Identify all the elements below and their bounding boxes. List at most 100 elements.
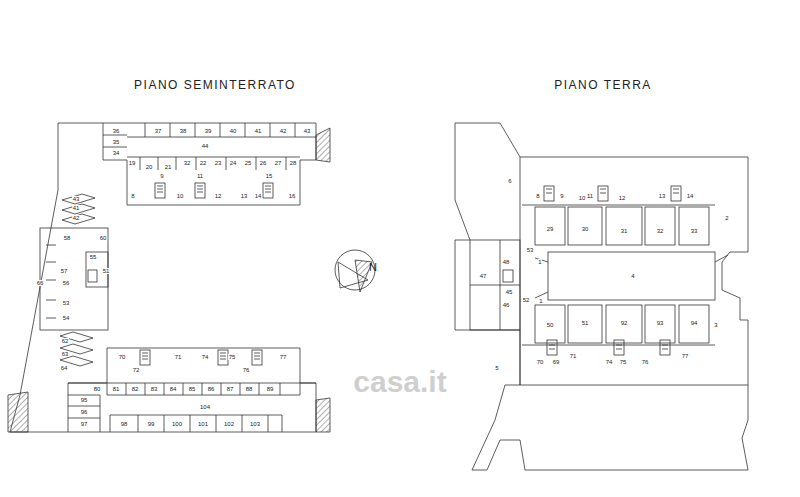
- callout-number: 77: [279, 354, 287, 360]
- callout-number: 48: [502, 259, 510, 265]
- callout-number: 31: [620, 228, 628, 234]
- callout-number: 29: [546, 226, 554, 232]
- callout-number: 54: [62, 315, 70, 321]
- callout-number: 74: [201, 354, 209, 360]
- callout-number: 8: [536, 193, 540, 199]
- callout-number: 69: [552, 359, 560, 365]
- callout-number: 5: [495, 365, 499, 371]
- callout-number: 71: [174, 354, 182, 360]
- callout-number: 96: [80, 409, 88, 415]
- callout-number: 10: [176, 193, 184, 199]
- callout-number: 100: [171, 421, 182, 427]
- callout-number: 13: [658, 193, 666, 199]
- callout-number: 75: [619, 359, 627, 365]
- callout-number: 101: [197, 421, 208, 427]
- callout-number: 98: [120, 421, 128, 427]
- callout-number: 14: [686, 193, 694, 199]
- callout-number: 42: [72, 215, 80, 221]
- callout-number: 80: [93, 386, 101, 392]
- callout-number: 74: [605, 359, 613, 365]
- callout-number: 14: [254, 193, 262, 199]
- callout-number: 56: [62, 280, 70, 286]
- callout-number: 94: [690, 320, 698, 326]
- callout-number: 53: [526, 247, 534, 253]
- callout-number: 21: [164, 164, 172, 170]
- callout-number: 15: [265, 173, 273, 179]
- callout-number: 1: [538, 259, 542, 265]
- callout-number: 76: [242, 367, 250, 373]
- callout-number: 33: [690, 228, 698, 234]
- floor-title: PIANO SEMINTERRATO: [134, 79, 296, 91]
- callout-number: 36: [112, 128, 120, 134]
- callout-number: 20: [145, 164, 153, 170]
- callout-number: 1: [539, 298, 543, 304]
- north-label: N: [369, 262, 377, 273]
- callout-number: 82: [131, 386, 139, 392]
- callout-number: 4: [631, 273, 635, 279]
- callout-number: 42: [279, 128, 287, 134]
- callout-number: 66: [36, 280, 44, 286]
- callout-number: 30: [581, 226, 589, 232]
- callout-number: 83: [150, 386, 158, 392]
- callout-number: 34: [112, 150, 120, 156]
- callout-number: 8: [131, 193, 135, 199]
- callout-number: 50: [546, 322, 554, 328]
- callout-number: 25: [244, 160, 252, 166]
- callout-number: 77: [681, 353, 689, 359]
- callout-number: 64: [60, 365, 68, 371]
- callout-number: 60: [99, 235, 107, 241]
- callout-number: 12: [618, 195, 626, 201]
- callout-number: 40: [229, 128, 237, 134]
- callout-number: 6: [508, 178, 512, 184]
- callout-number: 9: [560, 193, 564, 199]
- callout-number: 89: [266, 386, 274, 392]
- callout-number: 10: [578, 195, 586, 201]
- callout-number: 102: [223, 421, 234, 427]
- callout-number: 57: [60, 268, 68, 274]
- callout-number: 51: [581, 320, 589, 326]
- callout-number: 3: [714, 322, 718, 328]
- callout-number: 19: [128, 160, 136, 166]
- callout-number: 51: [102, 268, 110, 274]
- callout-number: 99: [147, 421, 155, 427]
- callout-number: 39: [204, 128, 212, 134]
- callout-number: 63: [61, 351, 69, 357]
- callout-number: 28: [289, 160, 297, 166]
- callout-number: 62: [61, 338, 69, 344]
- callout-number: 12: [214, 193, 222, 199]
- callout-number: 11: [196, 173, 203, 179]
- callout-number: 93: [656, 320, 664, 326]
- callout-number: 81: [112, 386, 120, 392]
- callout-number: 45: [505, 289, 513, 295]
- callout-number: 70: [118, 354, 126, 360]
- callout-number: 53: [62, 300, 70, 306]
- callout-number: 97: [80, 421, 88, 427]
- callout-number: 27: [274, 160, 282, 166]
- callout-number: 23: [214, 160, 222, 166]
- callout-number: 88: [245, 386, 253, 392]
- callout-number: 104: [199, 404, 210, 410]
- callout-number: 38: [179, 128, 187, 134]
- callout-number: 35: [112, 139, 120, 145]
- callout-number: 72: [132, 367, 140, 373]
- callout-number: 70: [536, 359, 544, 365]
- callout-number: 24: [229, 160, 237, 166]
- callout-number: 71: [569, 353, 577, 359]
- callout-number: 43: [72, 196, 80, 202]
- callout-number: 103: [249, 421, 260, 427]
- callout-number: 46: [502, 302, 510, 308]
- callout-number: 58: [63, 235, 71, 241]
- callout-number: 2: [725, 215, 729, 221]
- callout-number: 86: [207, 386, 215, 392]
- callout-number: 43: [303, 128, 311, 134]
- callout-number: 52: [522, 297, 530, 303]
- callout-number: 37: [154, 128, 162, 134]
- callout-number: 47: [479, 273, 487, 279]
- floor-title: PIANO TERRA: [554, 79, 652, 91]
- callout-number: 32: [183, 160, 191, 166]
- callout-number: 41: [254, 128, 262, 134]
- callout-number: 16: [288, 193, 296, 199]
- callout-number: 13: [240, 193, 248, 199]
- watermark: casa.it: [353, 367, 446, 397]
- callout-number: 22: [199, 160, 207, 166]
